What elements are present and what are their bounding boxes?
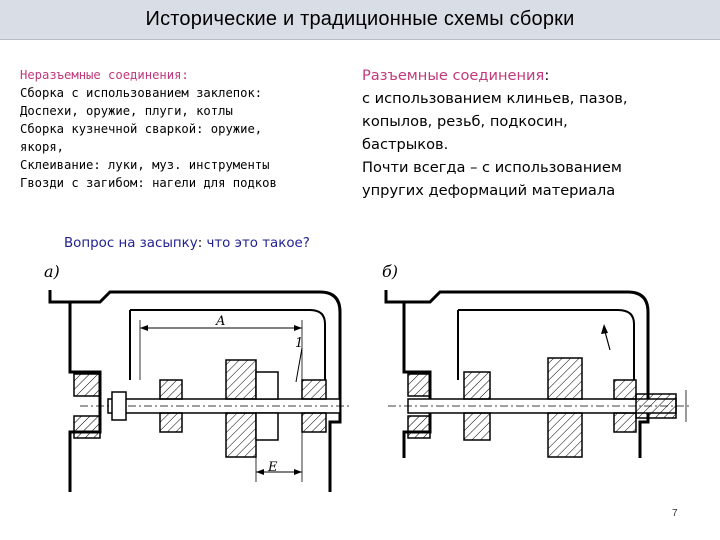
left-bearing-bottom [73, 415, 101, 439]
slide-title: Исторические и традиционные схемы сборки [145, 8, 575, 30]
gear-one-top [159, 379, 183, 400]
assembly-drawing-a [48, 290, 350, 492]
quiz-question: Вопрос на засыпку: что это такое? [64, 236, 310, 251]
permanent-joints-line: Доспехи, оружие, плуги, котлы [20, 104, 233, 118]
left-bearing-top [407, 373, 431, 397]
title-bar: Исторические и традиционные схемы сборки [0, 0, 720, 40]
assembly-drawing-b [384, 290, 690, 458]
dimension-e-label: E [268, 460, 278, 475]
detachable-joints-line: копылов, резьб, подкосин, [362, 113, 568, 130]
detachable-joints-line: упругих деформаций материала [362, 182, 616, 199]
detachable-joints-line: с использованием клиньев, пазов, [362, 90, 628, 107]
detachable-joints-line: бастрыков. [362, 136, 449, 153]
permanent-joints-block: Неразъемные соединения: Сборка с использ… [20, 66, 340, 192]
housing-inner-top [458, 309, 635, 380]
drawing-a-label: а) [44, 262, 60, 281]
gear-two-top [225, 359, 257, 400]
housing-outline [70, 290, 342, 492]
gear-one-bottom [159, 412, 183, 433]
permanent-joints-heading: Неразъемные соединения: [20, 68, 189, 82]
gear-one-top [463, 371, 491, 400]
left-bearing-top [73, 373, 101, 397]
permanent-joints-line: Сборка с использованием заклепок: [20, 86, 263, 100]
detachable-joints-line: Почти всегда – с использованием [362, 159, 622, 176]
threaded-end [635, 393, 677, 419]
page-number: 7 [672, 508, 678, 519]
gear-two-bottom [547, 412, 583, 458]
permanent-joints-line: Склеивание: луки, муз. инструменты [20, 158, 270, 172]
detachable-joints-heading: Разъемные соединения: [362, 64, 712, 87]
drawing-b-label: б) [382, 262, 399, 281]
quiz-question-lead: Вопрос на засыпку [64, 236, 198, 251]
housing-inner-top [130, 309, 326, 380]
permanent-joints-line: якоря, [20, 140, 65, 154]
dimension-a-label: A [216, 314, 226, 329]
shaft-head [111, 391, 127, 421]
permanent-joints-line: Сборка кузнечной сваркой: оружие, [20, 122, 263, 136]
right-bearing-bottom [301, 412, 327, 433]
callout-one-label: 1 [295, 336, 304, 351]
right-bearing-top [301, 379, 327, 400]
gear-two-bottom [225, 412, 257, 458]
left-bearing-bottom [407, 415, 431, 439]
right-bearing-top [613, 379, 637, 400]
detachable-joints-heading-colon: : [544, 67, 550, 84]
permanent-joints-line: Гвозди с загибом: нагели для подков [20, 176, 277, 190]
quiz-question-tail: что это такое? [202, 236, 310, 251]
quiz-question-colon: : [197, 236, 203, 251]
gear-one-bottom [463, 412, 491, 441]
detachable-joints-heading-accent: Разъемные соединения [362, 67, 545, 84]
detachable-joints-block: Разъемные соединения: с использованием к… [362, 64, 712, 202]
housing-outline [404, 290, 650, 458]
right-bearing-bottom [613, 412, 637, 433]
gear-two-top [547, 357, 583, 400]
